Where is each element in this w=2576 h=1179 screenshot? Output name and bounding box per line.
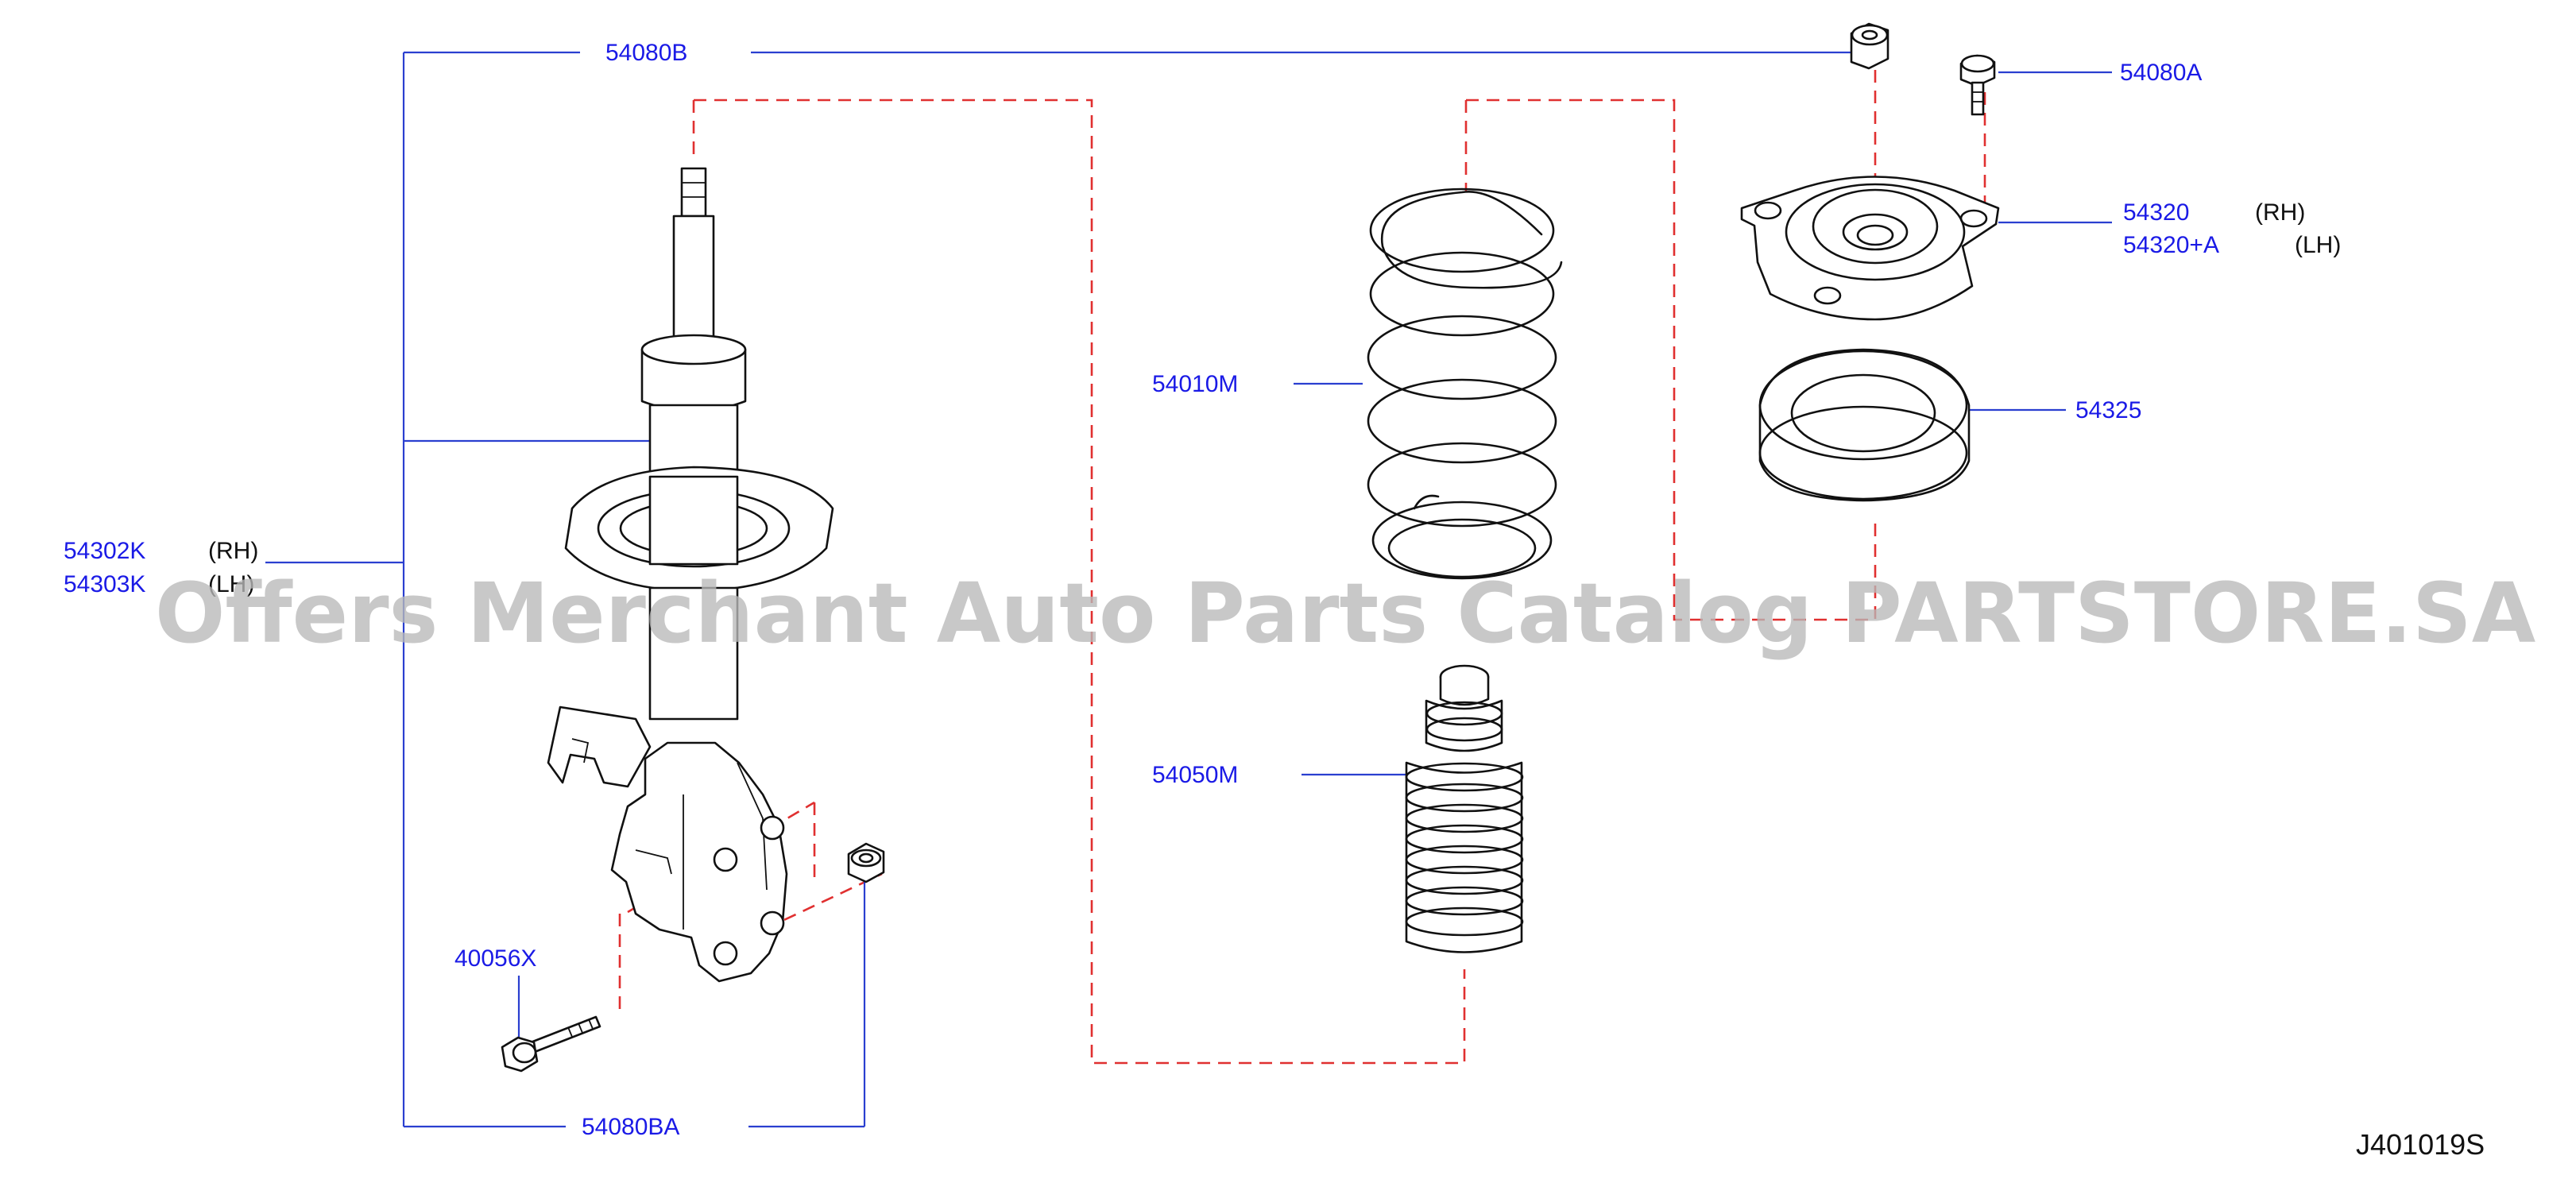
part-number-54302k: 54302K	[64, 538, 145, 564]
bump-stop	[1405, 664, 1524, 953]
part-labels: 54080B 54080A 54320 (RH) 54320+A (LH) 54…	[64, 40, 2341, 1140]
strut-assembly	[547, 167, 834, 983]
part-number-54325: 54325	[2075, 397, 2141, 423]
side-54320: (RH)	[2255, 199, 2305, 226]
coil-spring	[1367, 187, 1563, 580]
part-number-54320: 54320	[2123, 199, 2189, 226]
part-number-54303k: 54303K	[64, 571, 145, 597]
mounting-insulator	[1740, 176, 2000, 321]
side-54320a: (LH)	[2295, 232, 2341, 258]
top-nut	[1850, 22, 1889, 70]
bolt-40056x	[501, 1015, 601, 1073]
side-54303k: (LH)	[208, 571, 254, 597]
part-number-54050m: 54050M	[1152, 762, 1238, 788]
leader-lines	[265, 51, 2112, 1128]
bearing-seal	[1758, 348, 1971, 502]
side-54302k: (RH)	[208, 538, 258, 564]
part-number-54080a: 54080A	[2120, 60, 2202, 86]
part-number-40056x: 40056X	[454, 945, 536, 972]
nut-54080ba	[847, 842, 885, 883]
figure-code: J401019S	[2356, 1128, 2485, 1161]
part-number-54080b: 54080B	[605, 40, 687, 66]
bolt-54080a	[1959, 54, 1996, 116]
watermark: Offers Merchant Auto Parts Catalog PARTS…	[155, 565, 2535, 662]
part-number-54010m: 54010M	[1152, 371, 1238, 397]
part-number-54320a: 54320+A	[2123, 232, 2219, 258]
part-number-54080ba: 54080BA	[582, 1114, 679, 1140]
